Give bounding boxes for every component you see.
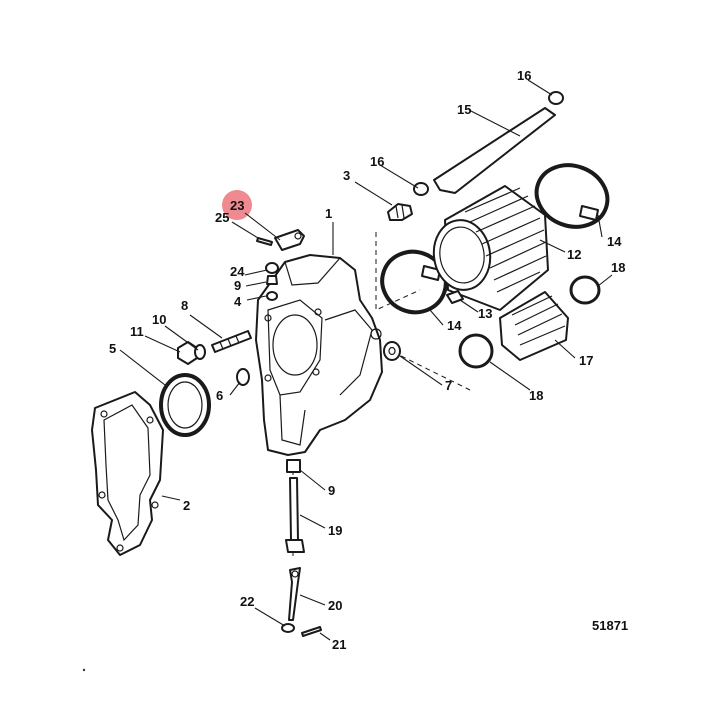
callout-21[interactable]: 21 <box>332 637 346 652</box>
gasket-part[interactable] <box>91 391 164 556</box>
callout-10[interactable]: 10 <box>152 312 166 327</box>
cotter-pin-part[interactable] <box>301 626 322 637</box>
bracket-part-23[interactable] <box>274 229 305 251</box>
hose-clamp-small-part-upper[interactable] <box>548 91 564 105</box>
callout-11[interactable]: 11 <box>130 324 144 339</box>
callout-labels: 1 2 3 4 5 6 7 8 9 9 10 11 12 13 14 14 15… <box>109 68 625 652</box>
callout-4[interactable]: 4 <box>234 294 242 309</box>
assembly-axis-upper <box>375 232 421 311</box>
pin-part-25[interactable] <box>256 237 273 246</box>
callout-23[interactable]: 23 <box>230 198 244 213</box>
bellows-part[interactable] <box>429 185 549 311</box>
callout-14-lower[interactable]: 14 <box>447 318 462 333</box>
bushing-part[interactable] <box>286 459 301 473</box>
callout-1[interactable]: 1 <box>325 206 332 221</box>
callout-7[interactable]: 7 <box>445 378 452 393</box>
small-hardware-top[interactable] <box>265 262 279 301</box>
callout-9-upper[interactable]: 9 <box>234 278 241 293</box>
clamp-part-upper-right[interactable] <box>569 275 601 305</box>
callout-22[interactable]: 22 <box>240 594 254 609</box>
leader-lines <box>119 79 613 641</box>
callout-16-upper[interactable]: 16 <box>517 68 531 83</box>
assembly-axis-lower <box>384 347 471 391</box>
callout-3[interactable]: 3 <box>343 168 350 183</box>
grease-fitting-part[interactable] <box>387 203 413 221</box>
callout-18-lower[interactable]: 18 <box>529 388 543 403</box>
callout-20[interactable]: 20 <box>328 598 342 613</box>
washer-right-part[interactable] <box>383 341 401 361</box>
clip-part[interactable] <box>446 290 464 304</box>
callout-18-upper[interactable]: 18 <box>611 260 625 275</box>
diagram-reference-number: 51871 <box>592 618 628 633</box>
callout-24[interactable]: 24 <box>230 264 245 279</box>
exhaust-bellows-part[interactable] <box>499 291 569 361</box>
callout-15[interactable]: 15 <box>457 102 471 117</box>
callout-16-lower[interactable]: 16 <box>370 154 384 169</box>
hose-clamp-small-part-lower[interactable] <box>413 182 429 196</box>
callout-17[interactable]: 17 <box>579 353 593 368</box>
stray-dot <box>82 668 86 672</box>
hose-clamp-large-part-upper[interactable] <box>528 155 616 236</box>
callout-9-lower[interactable]: 9 <box>328 483 335 498</box>
gimbal-housing-part[interactable] <box>255 254 383 456</box>
lever-part[interactable] <box>288 567 301 621</box>
callout-19[interactable]: 19 <box>328 523 342 538</box>
callout-12[interactable]: 12 <box>567 247 581 262</box>
callout-5[interactable]: 5 <box>109 341 116 356</box>
callout-25[interactable]: 25 <box>215 210 229 225</box>
o-ring-large-part[interactable] <box>159 373 211 437</box>
callout-6[interactable]: 6 <box>216 388 223 403</box>
stud-part[interactable] <box>211 330 252 353</box>
washer-part[interactable] <box>194 344 206 360</box>
hose-part[interactable] <box>433 107 556 194</box>
callout-8[interactable]: 8 <box>181 298 188 313</box>
clamp-part-lower-left[interactable] <box>458 333 494 369</box>
callout-13[interactable]: 13 <box>478 306 492 321</box>
o-ring-small-part[interactable] <box>236 368 250 386</box>
hose-clamp-large-part-lower[interactable] <box>374 243 455 321</box>
highlight-marker[interactable] <box>222 190 252 220</box>
shaft-part[interactable] <box>285 477 305 553</box>
callout-2[interactable]: 2 <box>183 498 190 513</box>
callout-14-upper[interactable]: 14 <box>607 234 622 249</box>
